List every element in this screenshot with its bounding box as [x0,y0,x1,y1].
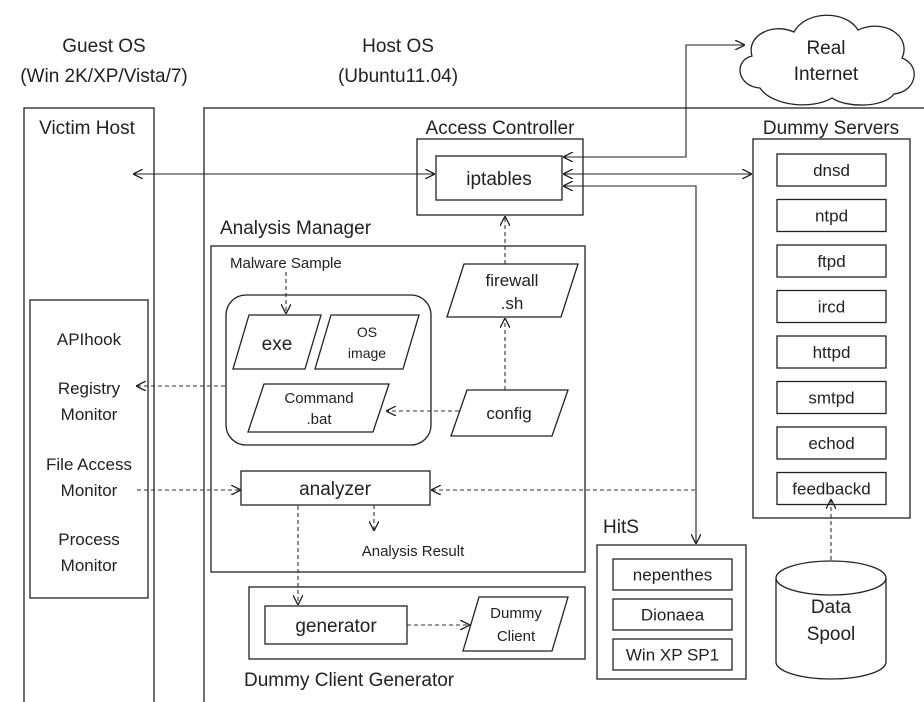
analysis-result-label: Analysis Result [362,543,465,560]
host-os-label: Host OS [362,36,434,57]
monitor-panel [29,299,149,599]
command-bat-label-2: .bat [306,411,332,428]
hits-title: HitS [603,517,639,538]
dummy-server-item-label: httpd [813,343,851,362]
command-bat-label-1: Command [284,390,353,407]
dummy-client-generator: generator Dummy Client Dummy Client Gene… [244,586,586,691]
victim-host-title: Victim Host [39,118,135,139]
firewall-sh-box [446,263,579,318]
malware-sample-label: Malware Sample [230,255,342,272]
dummy-servers: Dummy Servers dnsd ntpd ftpd ircd httpd smtpd… [752,118,911,519]
dummy-server-item-box [776,153,887,187]
dummy-server-item-box [776,335,887,369]
connectors [134,45,831,625]
os-image-label-1: OS [357,324,377,340]
iptables-internet-link [564,45,744,157]
real-internet-cloud: Real Internet [739,14,915,106]
hits-item-box [612,558,733,591]
process-monitor-label-1: Process [58,530,119,549]
data-spool-label-1: Data [811,597,852,618]
hits-item-box [612,638,733,671]
iptables-label: iptables [466,169,532,190]
exe-label: exe [262,334,293,355]
data-spool: Data Spool [775,560,887,680]
dummy-server-item-box [776,380,887,415]
dummy-server-list: dnsd ntpd ftpd ircd httpd smtpd echod feedbackd [776,153,887,506]
dummy-server-item-box [776,198,887,233]
registry-monitor-label-1: Registry [58,379,121,398]
dummy-client-label-1: Dummy [490,605,542,622]
iptables-hits-link [564,186,696,543]
firewall-sh-label-2: .sh [501,294,524,313]
dummy-client-label-2: Client [497,628,536,645]
dummy-server-item-label: ircd [818,298,845,317]
file-access-monitor-label-2: Monitor [61,481,118,500]
host-os-version-label: (Ubuntu11.04) [338,66,458,87]
dummy-server-item-label: feedbackd [792,480,870,499]
guest-os-label: Guest OS [62,36,145,57]
dummy-server-item-box [776,244,887,278]
command-bat-box [247,383,390,433]
dummy-server-item-label: echod [808,434,854,453]
dummy-server-item-label: smtpd [808,389,854,408]
dummy-server-item-box [776,426,887,460]
config-label: config [486,404,531,423]
hits-to-analyzer [432,490,697,531]
cloud-label-line1: Real [806,38,845,59]
registry-monitor-label-2: Monitor [61,405,118,424]
hits-item-label: nepenthes [633,566,712,585]
access-controller-title: Access Controller [426,118,576,139]
data-spool-label-2: Spool [807,624,856,645]
dummy-server-item-label: ftpd [817,252,845,271]
dummy-client-generator-title: Dummy Client Generator [244,670,455,691]
generator-label: generator [295,616,377,637]
guest-os-versions-label: (Win 2K/XP/Vista/7) [20,66,188,87]
apihook-label: APIhook [57,330,122,349]
iptables-box [435,155,563,201]
os-image-label-2: image [348,345,386,361]
dummy-server-item-box [776,289,887,324]
exe-box [232,314,322,370]
analyzer-box [240,470,431,506]
file-access-monitor-label-1: File Access [46,455,132,474]
config-box [450,389,569,437]
dummy-server-item-label: ntpd [815,207,848,226]
os-image-box [314,314,420,370]
dummy-servers-title: Dummy Servers [763,118,899,139]
generator-box [264,605,408,645]
victim-host-panel: Victim Host APIhook Registry Monitor Fil… [23,107,155,702]
cloud-label-line2: Internet [794,64,859,85]
dummy-client-box [462,596,569,652]
hits-item-box [612,598,733,631]
analysis-manager: Analysis Manager Malware Sample exe OS i… [210,218,586,573]
dummy-server-item-label: dnsd [813,161,850,180]
analyzer-label: analyzer [299,479,371,500]
access-controller: Access Controller iptables [416,118,584,216]
hits-item-label: Dionaea [641,606,705,625]
process-monitor-label-2: Monitor [61,556,118,575]
hits-item-label: Win XP SP1 [626,646,719,665]
firewall-sh-label-1: firewall [486,271,539,290]
analysis-manager-title: Analysis Manager [220,218,372,239]
